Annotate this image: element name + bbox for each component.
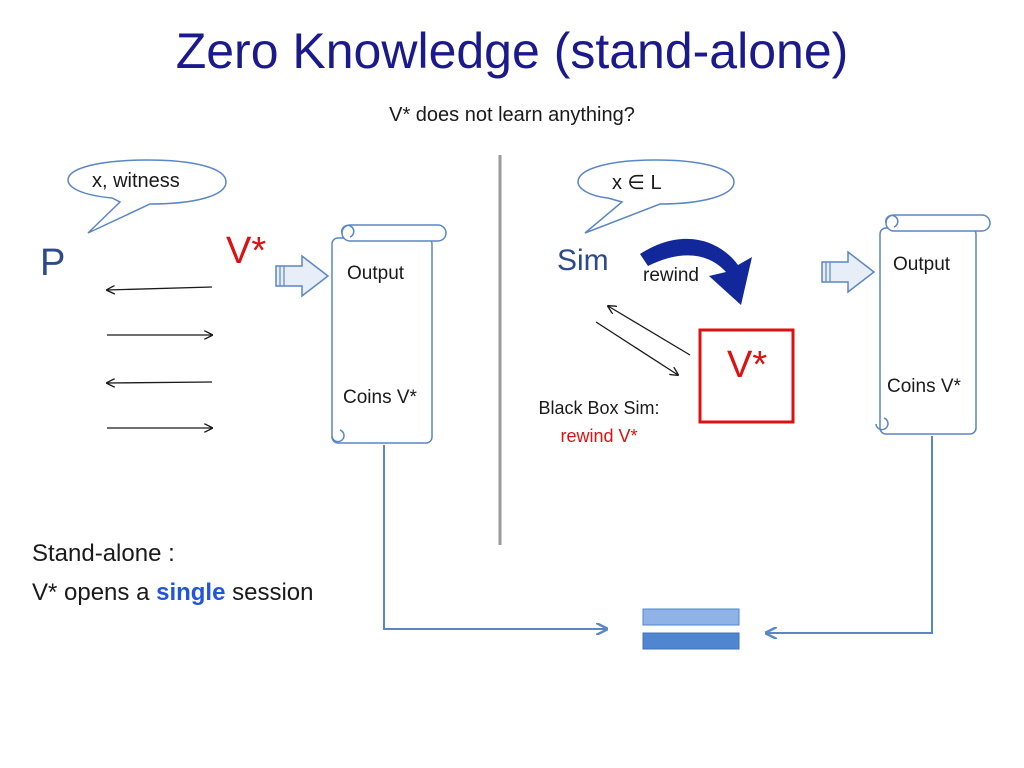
note-line-2-suffix: session bbox=[225, 579, 314, 606]
rewind-curved-arrow bbox=[640, 238, 752, 305]
message-arrow-1 bbox=[107, 287, 213, 290]
speech-bubble-right bbox=[577, 159, 735, 234]
verifier-box-right bbox=[698, 328, 795, 424]
note-emphasis: single bbox=[156, 579, 226, 606]
scroll-left-coins: Coins V* bbox=[343, 387, 417, 408]
note-line-2: V* opens a single session bbox=[32, 579, 314, 607]
verifier-label-left: V* bbox=[226, 230, 267, 272]
note-line-2-prefix: V* opens a bbox=[32, 579, 157, 606]
verifier-label-right: V* bbox=[727, 344, 768, 386]
prover-label: P bbox=[40, 242, 66, 284]
slide-title: Zero Knowledge (stand-alone) bbox=[175, 23, 849, 79]
scroll-left-output: Output bbox=[347, 263, 405, 284]
scroll-right-output: Output bbox=[893, 254, 951, 275]
bubble-left-text: x, witness bbox=[92, 170, 180, 192]
message-arrow-3 bbox=[107, 382, 213, 383]
connector-left bbox=[383, 445, 607, 629]
output-scroll-left bbox=[331, 224, 447, 444]
speech-bubble-left bbox=[67, 159, 227, 234]
scroll-right-coins: Coins V* bbox=[887, 376, 961, 397]
note-line-1: Stand-alone : bbox=[32, 540, 175, 567]
sim-label: Sim bbox=[557, 244, 609, 277]
equals-icon bbox=[642, 608, 740, 650]
sim-arrow-forward bbox=[595, 321, 678, 375]
caption-rewind: rewind V* bbox=[560, 426, 638, 446]
slide-subtitle: V* does not learn anything? bbox=[389, 104, 635, 126]
rewind-label: rewind bbox=[643, 265, 699, 286]
sim-arrow-back bbox=[608, 306, 691, 356]
connector-right bbox=[766, 436, 933, 633]
caption-black-box: Black Box Sim: bbox=[538, 398, 660, 418]
output-scroll-right bbox=[875, 214, 991, 435]
bubble-right-text: x ∈ L bbox=[612, 172, 662, 194]
